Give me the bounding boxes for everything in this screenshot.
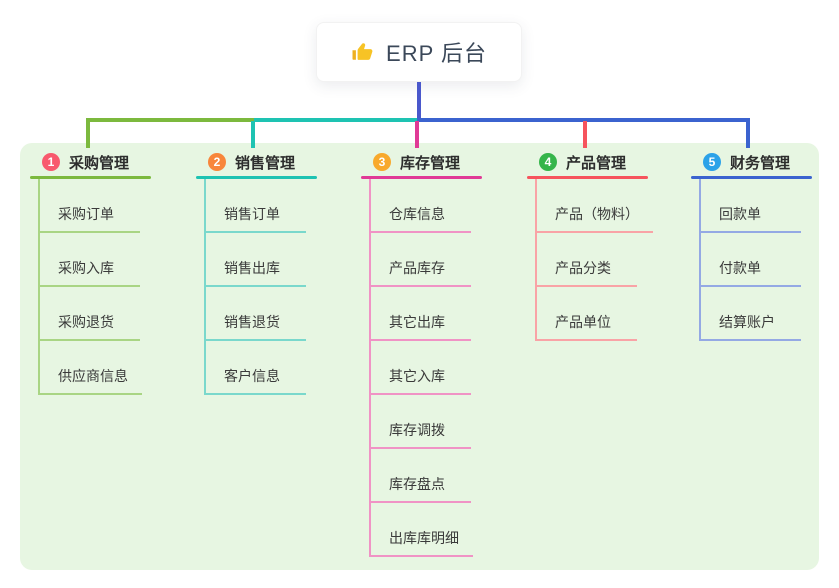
branch-1: 1 采购管理采购订单采购入库采购退货供应商信息 <box>30 150 195 395</box>
branch-item-label: 采购入库 <box>58 260 114 276</box>
branch-stem-line <box>369 179 371 555</box>
branch-item[interactable]: 产品（物料） <box>535 179 653 233</box>
root-node[interactable]: ERP 后台 <box>316 22 522 82</box>
branch-5: 5 财务管理回款单付款单结算账户 <box>691 150 839 341</box>
branch-title-label: 财务管理 <box>730 154 791 172</box>
branch-item[interactable]: 客户信息 <box>204 341 306 395</box>
branch-item[interactable]: 付款单 <box>699 233 801 287</box>
branch-connector-drop <box>251 121 255 148</box>
branch-items: 销售订单销售出库销售退货客户信息 <box>204 179 306 395</box>
branch-title-label: 产品管理 <box>566 154 627 172</box>
branch-title[interactable]: 4 产品管理 <box>527 150 692 174</box>
branch-item-label: 结算账户 <box>719 314 775 330</box>
branch-connector-drop <box>415 121 419 148</box>
root-connector-line <box>417 82 421 119</box>
branch-item[interactable]: 其它入库 <box>369 341 471 395</box>
branch-item[interactable]: 出库库明细 <box>369 503 473 557</box>
branch-items: 回款单付款单结算账户 <box>699 179 801 341</box>
branch-connector-drop <box>746 121 750 148</box>
branch-item-label: 产品（物料） <box>555 206 639 222</box>
branch-title-label: 销售管理 <box>235 154 296 172</box>
branch-item-label: 供应商信息 <box>58 368 128 384</box>
branch-item[interactable]: 产品分类 <box>535 233 637 287</box>
branch-items: 仓库信息产品库存其它出库其它入库库存调拨库存盘点出库库明细 <box>369 179 473 557</box>
branch-item-label: 库存调拨 <box>389 422 445 438</box>
branch-stem-line <box>535 179 537 339</box>
branch-item-label: 付款单 <box>719 260 761 276</box>
branch-item-label: 销售订单 <box>224 206 280 222</box>
branch-connector-horizontal <box>86 118 254 122</box>
branch-item[interactable]: 仓库信息 <box>369 179 471 233</box>
branch-item[interactable]: 供应商信息 <box>38 341 142 395</box>
branch-underline <box>196 176 317 179</box>
branch-item-label: 采购订单 <box>58 206 114 222</box>
branch-underline <box>691 176 812 179</box>
branch-item[interactable]: 其它出库 <box>369 287 471 341</box>
branch-4: 4 产品管理产品（物料） 产品分类产品单位 <box>527 150 692 341</box>
branch-item[interactable]: 产品库存 <box>369 233 471 287</box>
branch-item-label: 产品库存 <box>389 260 445 276</box>
branch-item-label: 客户信息 <box>224 368 280 384</box>
branch-item[interactable]: 采购入库 <box>38 233 140 287</box>
branch-title[interactable]: 1 采购管理 <box>30 150 195 174</box>
branch-underline <box>361 176 482 179</box>
branch-item-label: 库存盘点 <box>389 476 445 492</box>
branch-title[interactable]: 3 库存管理 <box>361 150 526 174</box>
branch-number-badge: 5 <box>703 153 721 171</box>
branch-item[interactable]: 结算账户 <box>699 287 801 341</box>
branch-item-label: 其它出库 <box>389 314 445 330</box>
branch-underline <box>30 176 151 179</box>
branch-connector-drop <box>583 121 587 148</box>
branch-items: 产品（物料） 产品分类产品单位 <box>535 179 653 341</box>
branch-item-label: 销售出库 <box>224 260 280 276</box>
branch-3: 3 库存管理仓库信息产品库存其它出库其它入库库存调拨库存盘点出库库明细 <box>361 150 526 557</box>
branch-number-badge: 1 <box>42 153 60 171</box>
branch-items: 采购订单采购入库采购退货供应商信息 <box>38 179 142 395</box>
branches-panel <box>20 143 819 570</box>
branch-number-badge: 4 <box>539 153 557 171</box>
branch-item[interactable]: 销售订单 <box>204 179 306 233</box>
branch-item[interactable]: 销售退货 <box>204 287 306 341</box>
branch-item[interactable]: 库存盘点 <box>369 449 471 503</box>
branch-item[interactable]: 采购退货 <box>38 287 140 341</box>
branch-connector-drop <box>86 121 90 148</box>
branch-stem-line <box>699 179 701 339</box>
branch-item[interactable]: 库存调拨 <box>369 395 471 449</box>
branch-item[interactable]: 采购订单 <box>38 179 140 233</box>
branch-item-label: 回款单 <box>719 206 761 222</box>
branch-title-label: 采购管理 <box>69 154 130 172</box>
branch-item-label: 产品分类 <box>555 260 611 276</box>
branch-number-badge: 3 <box>373 153 391 171</box>
branch-item[interactable]: 销售出库 <box>204 233 306 287</box>
branch-connector-horizontal <box>417 118 750 122</box>
branch-number-badge: 2 <box>208 153 226 171</box>
branch-title-label: 库存管理 <box>400 154 461 172</box>
branch-item-label: 销售退货 <box>224 314 280 330</box>
branch-connector-horizontal <box>254 118 417 122</box>
thumbs-up-icon <box>351 40 375 64</box>
branch-item-label: 仓库信息 <box>389 206 445 222</box>
root-title: ERP 后台 <box>386 41 487 66</box>
branch-title[interactable]: 5 财务管理 <box>691 150 839 174</box>
branch-item-label: 其它入库 <box>389 368 445 384</box>
branch-item[interactable]: 产品单位 <box>535 287 637 341</box>
branch-underline <box>527 176 648 179</box>
branch-item[interactable]: 回款单 <box>699 179 801 233</box>
branch-item-label: 产品单位 <box>555 314 611 330</box>
branch-2: 2 销售管理销售订单销售出库销售退货客户信息 <box>196 150 361 395</box>
branch-item-label: 出库库明细 <box>389 530 459 546</box>
branch-item-label: 采购退货 <box>58 314 114 330</box>
branch-title[interactable]: 2 销售管理 <box>196 150 361 174</box>
